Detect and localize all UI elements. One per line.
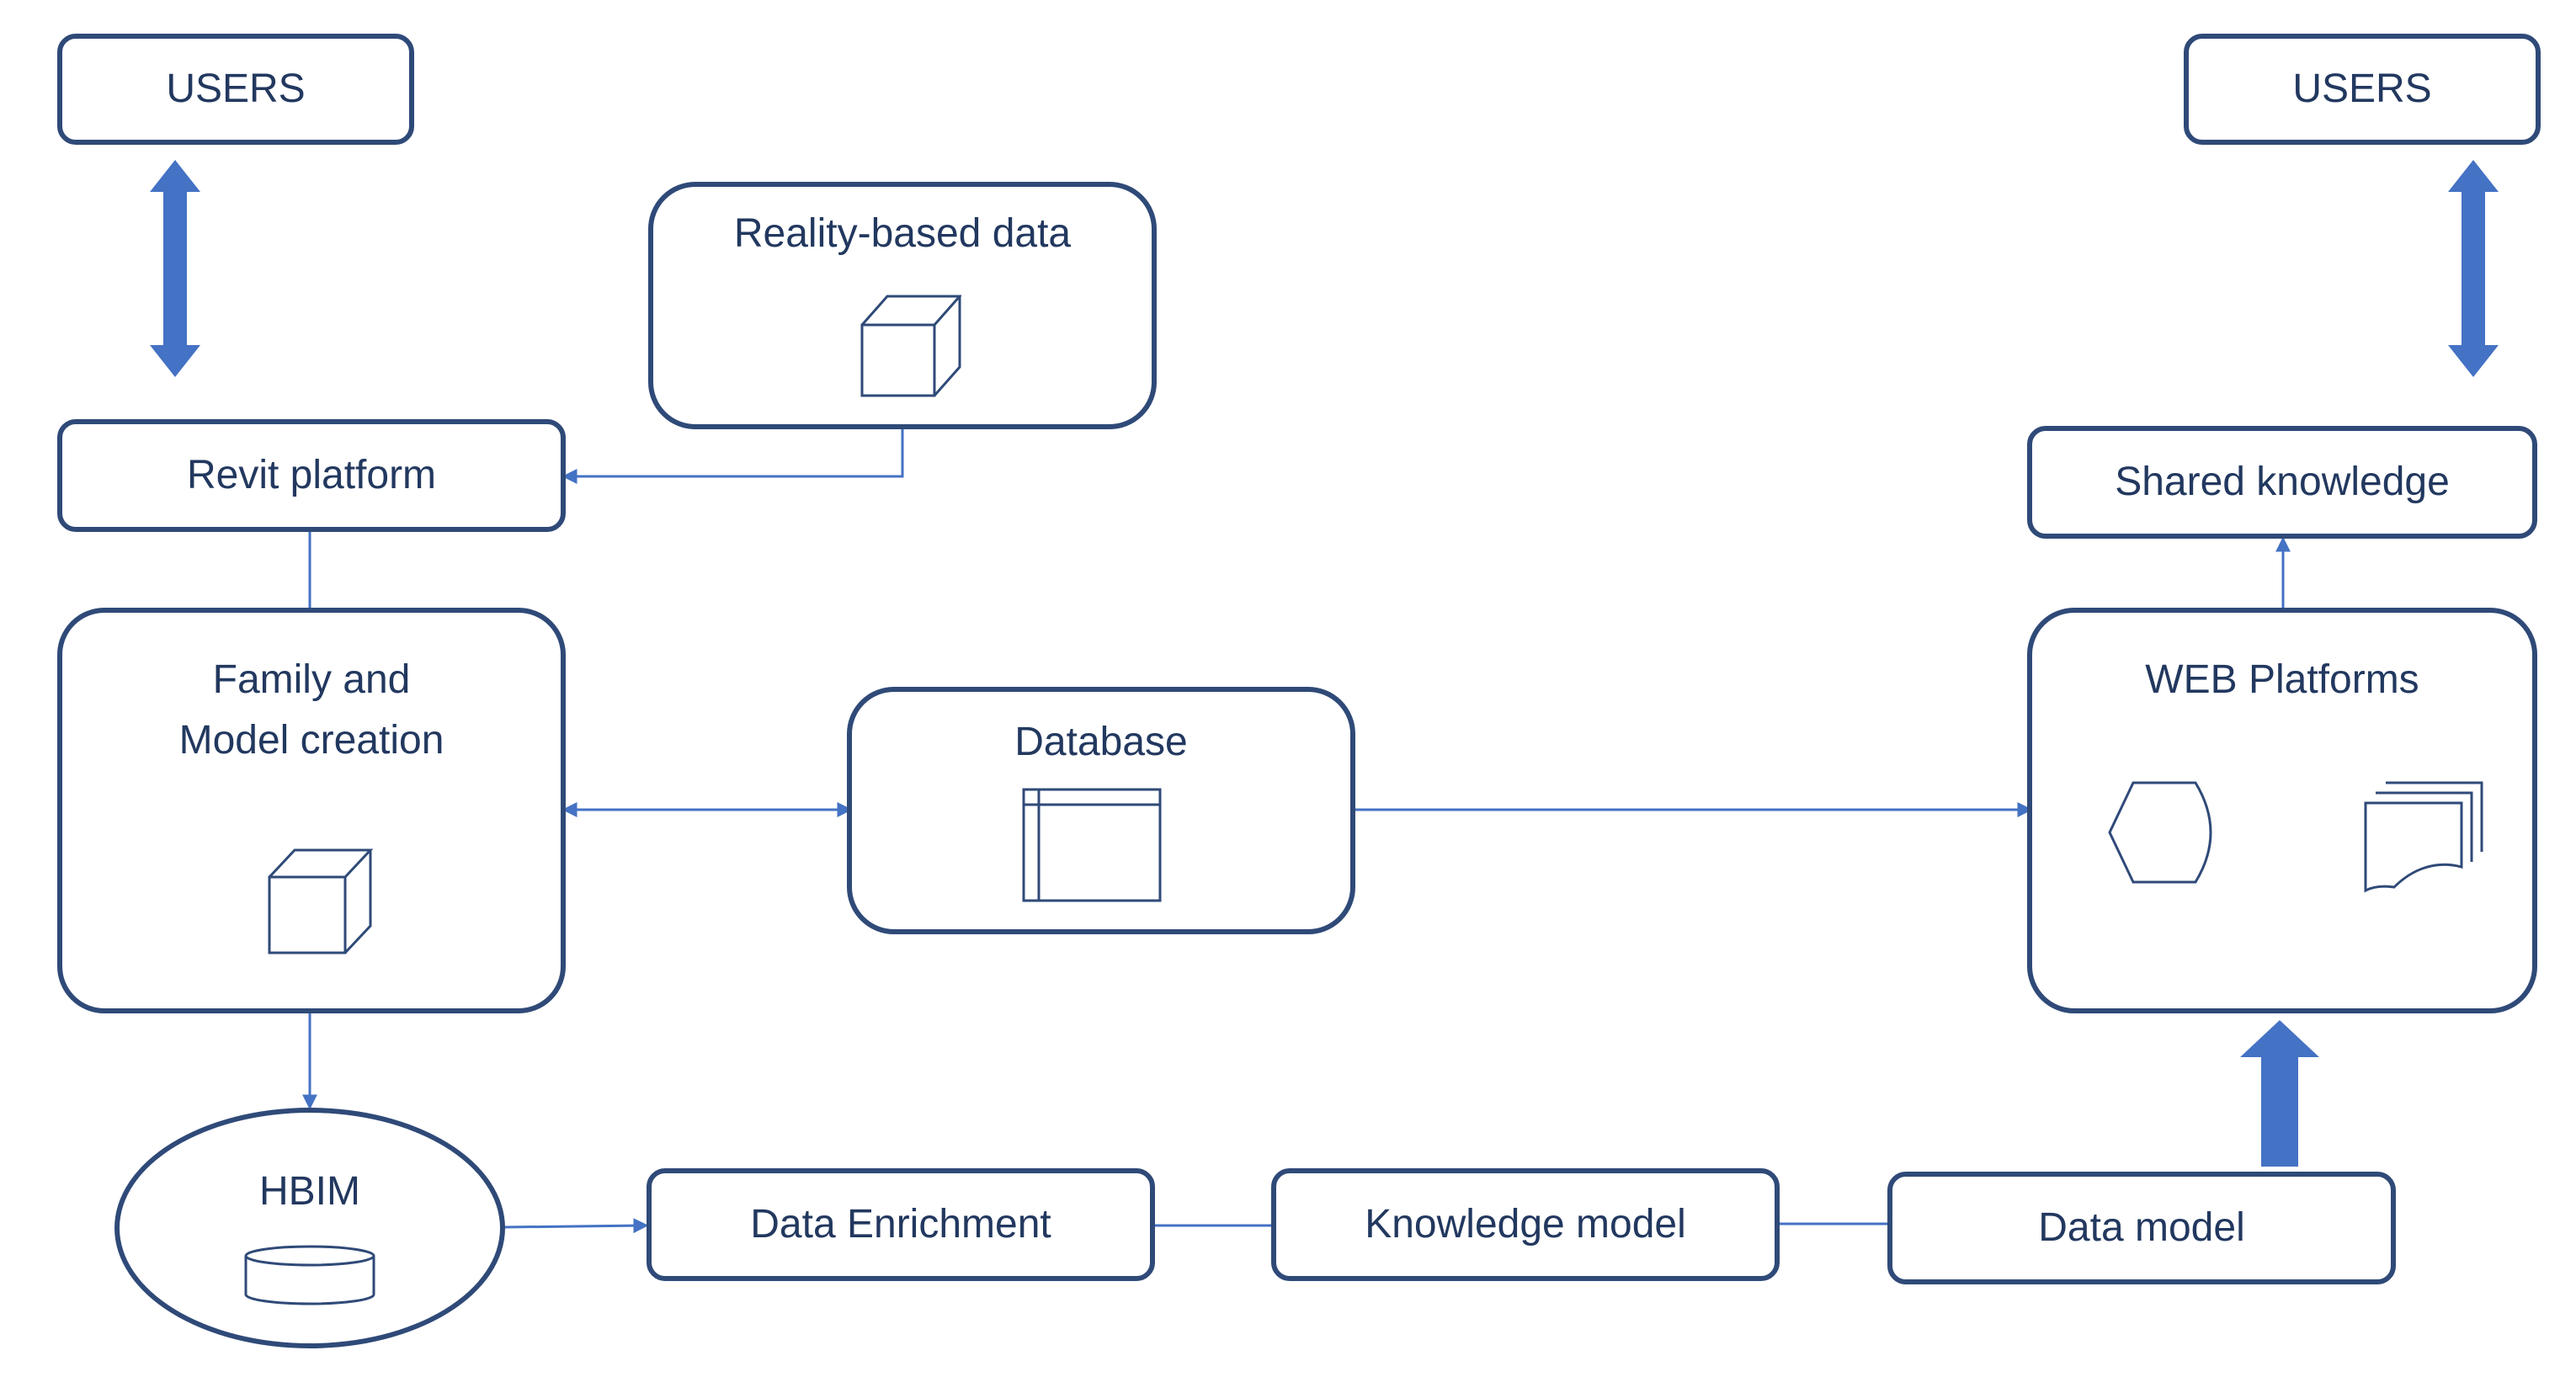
hbim-to-data-enrichment-connector [503,1218,649,1234]
shared-knowledge-label: Shared knowledge [2115,460,2450,504]
users-left-box: USERS [57,34,414,145]
reality-based-data-label: Reality-based data [733,211,1072,256]
family-label-line1: Family and [212,657,411,702]
family-label-line2: Model creation [178,718,444,763]
reality-to-revit-connector [562,429,904,484]
data-model-to-web-block-arrow [2240,1020,2319,1167]
revit-platform-label: Revit platform [186,453,437,497]
users-right-double-arrow [2448,160,2499,377]
users-left-double-arrow [150,160,200,377]
data-model-label: Data model [2038,1205,2245,1250]
users-right-box: USERS [2184,34,2541,145]
users-left-label: USERS [166,66,306,111]
cube-icon [860,295,961,397]
database-box: Database [847,687,1355,934]
revit-platform-box: Revit platform [57,419,566,532]
web-platforms-label: WEB Platforms [2145,657,2419,702]
web-platforms-box: WEB Platforms [2027,608,2537,1013]
reality-based-data-box: Reality-based data [648,182,1157,429]
shared-knowledge-box: Shared knowledge [2027,426,2537,539]
family-model-creation-box: Family and Model creation [57,608,566,1013]
knowledge-model-box: Knowledge model [1271,1168,1780,1281]
hbim-label: HBIM [259,1169,360,1214]
table-icon [1022,788,1162,902]
data-enrichment-box: Data Enrichment [647,1168,1155,1281]
multiple-documents-icon [2364,781,2483,893]
cylinder-icon [244,1245,375,1305]
data-enrichment-label: Data Enrichment [750,1202,1051,1247]
database-label: Database [1014,720,1188,764]
data-model-box: Data model [1887,1172,2396,1284]
hbim-ellipse: HBIM [114,1108,505,1348]
users-right-label: USERS [2292,66,2432,111]
display-shape-icon [2108,781,2212,884]
knowledge-model-label: Knowledge model [1365,1202,1686,1247]
cube-icon [268,848,374,954]
